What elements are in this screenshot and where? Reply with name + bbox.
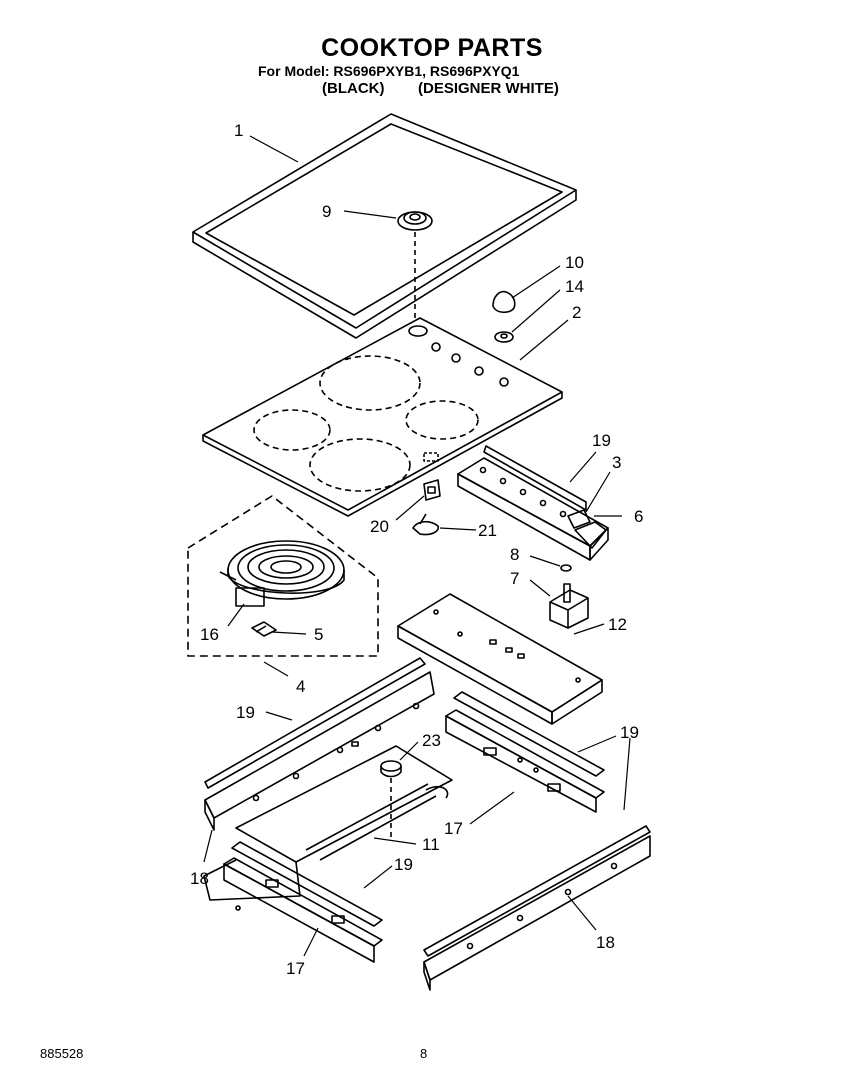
callout-21: 21 [478, 521, 497, 540]
callout-19-bottom: 19 [394, 855, 413, 874]
callout-17-bottom: 17 [286, 959, 305, 978]
callout-19-top: 19 [592, 431, 611, 450]
callout-9: 9 [322, 202, 331, 221]
callout-7: 7 [510, 569, 519, 588]
part-glass-top [202, 317, 563, 517]
callout-12: 12 [608, 615, 627, 634]
part-frame [192, 113, 577, 339]
page-number: 8 [420, 1046, 428, 1061]
callout-10: 10 [565, 253, 584, 272]
model-line: For Model: RS696PXYB1, RS696PXYQ1 [258, 63, 520, 79]
callout-3: 3 [612, 453, 621, 472]
callout-1: 1 [234, 121, 243, 140]
finish-white-label: (DESIGNER WHITE) [418, 80, 559, 97]
part-burner-box [397, 593, 603, 725]
part-side-rail-right [445, 691, 605, 813]
callout-19-left: 19 [236, 703, 255, 722]
callout-11: 11 [422, 835, 440, 854]
leader-lines [203, 135, 631, 957]
callout-labels: 1 9 10 14 2 19 3 6 20 21 8 7 16 5 4 12 1… [190, 121, 643, 978]
callout-16: 16 [200, 625, 219, 644]
part-front-rail-left [223, 841, 383, 963]
callout-18-right: 18 [596, 933, 615, 952]
part-front-rail-right [423, 825, 651, 991]
finish-black-label: (BLACK) [322, 80, 385, 97]
callout-8: 8 [510, 545, 519, 564]
part-switch [412, 479, 441, 536]
callout-14: 14 [565, 277, 584, 296]
part-element-assembly [187, 495, 379, 657]
callout-19-right: 19 [620, 723, 639, 742]
part-infinite-switch [549, 564, 589, 629]
page-title: COOKTOP PARTS [321, 34, 543, 62]
document-number: 885528 [40, 1046, 84, 1061]
callout-4: 4 [296, 677, 305, 696]
callout-17-center: 17 [444, 819, 463, 838]
callout-18-left: 18 [190, 869, 209, 888]
part-control-bracket [457, 445, 609, 561]
callout-6: 6 [634, 507, 643, 526]
callout-5: 5 [314, 625, 323, 644]
callout-23: 23 [422, 731, 441, 750]
callout-20: 20 [370, 517, 389, 536]
part-control-knob [492, 290, 516, 343]
part-side-rail-left [204, 657, 435, 831]
part-knob-cap [397, 211, 433, 318]
callout-2: 2 [572, 303, 581, 322]
part-foot [380, 760, 402, 840]
